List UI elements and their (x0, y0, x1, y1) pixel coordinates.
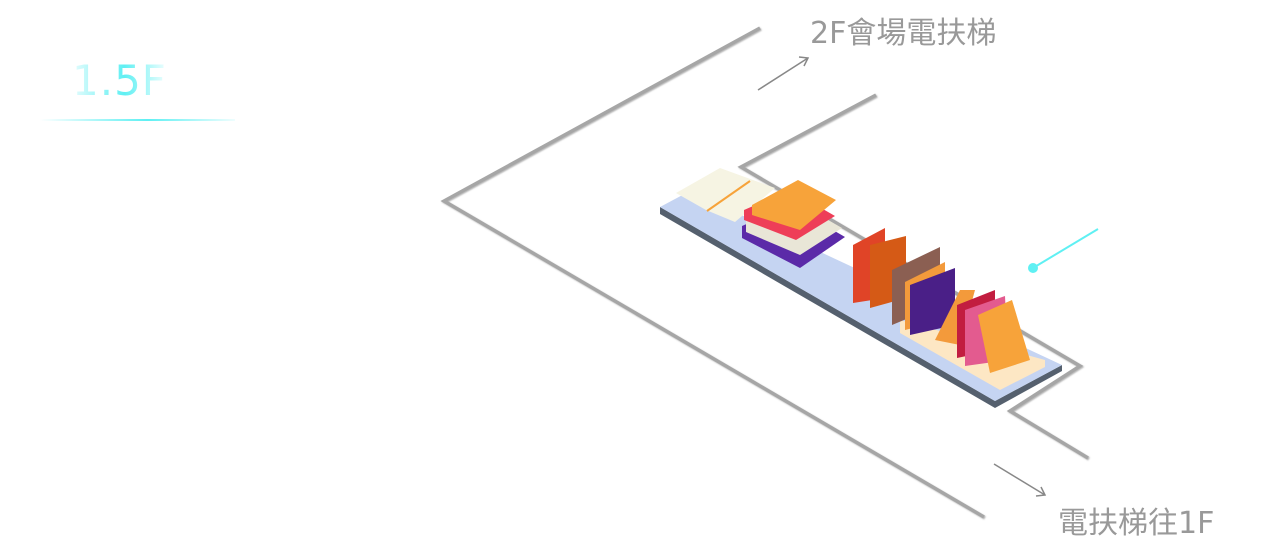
bookshelf-illustration (660, 168, 1062, 408)
up-arrow-icon (757, 56, 810, 91)
escalator-to-1f-label: 電扶梯往1F (1058, 506, 1215, 541)
down-arrow-icon (993, 463, 1047, 497)
location-pin-icon (1028, 228, 1099, 273)
floor-label: 1.5F (72, 56, 167, 105)
walkway-outer-path (440, 26, 985, 519)
walkway-inner-path (737, 93, 1089, 460)
escalator-to-2f-label: 2F會場電扶梯 (810, 16, 997, 51)
floor-underline (40, 119, 235, 121)
